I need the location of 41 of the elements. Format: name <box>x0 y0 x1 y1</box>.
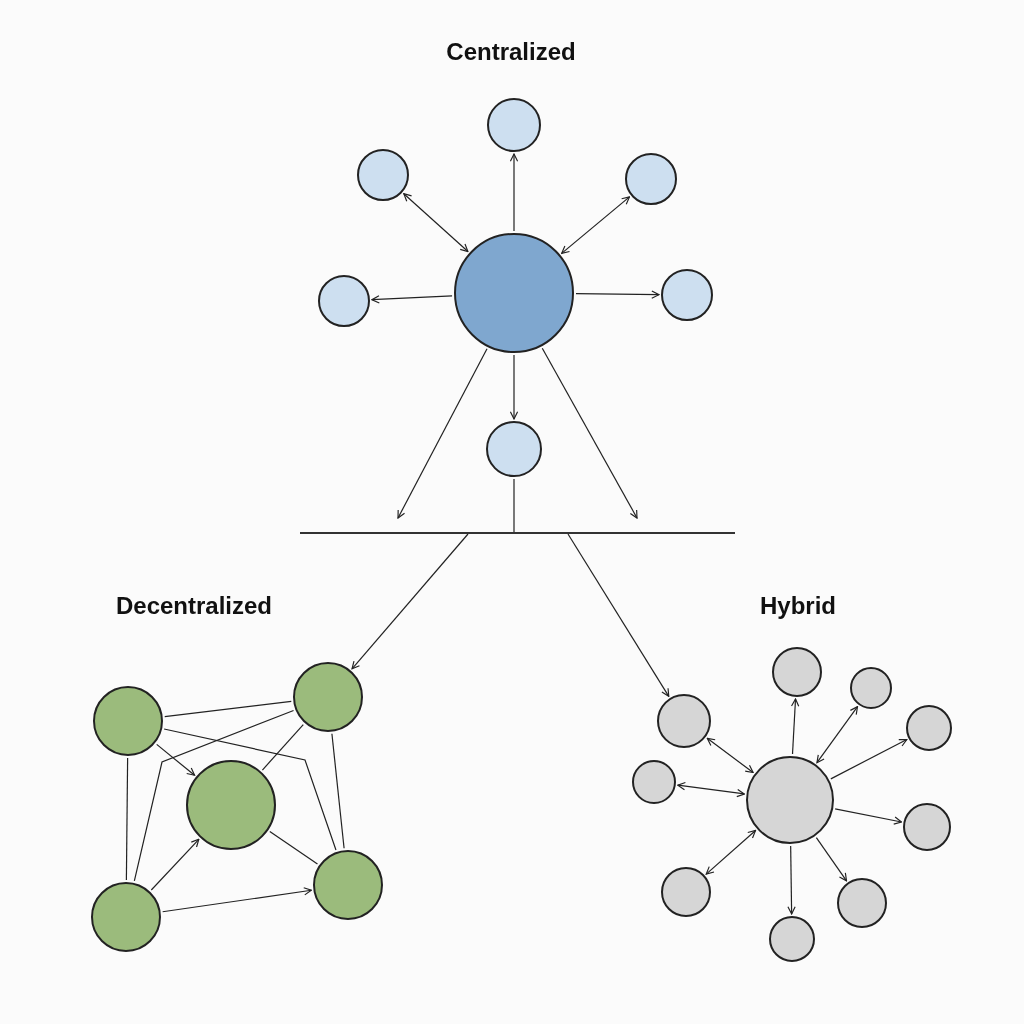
network-node <box>318 275 370 327</box>
network-node <box>487 98 541 152</box>
arrow <box>150 838 200 891</box>
arrow <box>397 348 488 519</box>
arrow <box>816 706 859 764</box>
network-node <box>769 916 815 962</box>
network-node <box>746 756 834 844</box>
network-node <box>906 705 952 751</box>
arrow <box>371 295 453 304</box>
network-node <box>850 667 892 709</box>
arrow <box>561 196 631 254</box>
network-node <box>186 760 276 850</box>
network-node <box>903 803 951 851</box>
network-node <box>632 760 676 804</box>
network-node <box>625 153 677 205</box>
network-node <box>486 421 542 477</box>
network-node <box>657 694 711 748</box>
section-heading: Decentralized <box>115 591 273 621</box>
arrow <box>706 737 754 774</box>
arrow <box>351 533 469 670</box>
section-heading: Hybrid <box>760 591 836 621</box>
arrow <box>677 781 745 798</box>
arrow <box>162 887 312 913</box>
network-node <box>837 878 887 928</box>
network-node <box>357 149 409 201</box>
arrow <box>705 829 757 875</box>
arrow <box>509 354 519 420</box>
arrow <box>567 533 670 697</box>
arrow <box>156 743 196 776</box>
arrow <box>403 193 469 253</box>
arrow <box>790 698 800 755</box>
network-node <box>772 647 822 697</box>
arrow <box>787 845 796 915</box>
arrow <box>830 738 908 780</box>
arrow <box>575 290 660 299</box>
arrow <box>541 347 638 519</box>
arrow <box>509 153 519 232</box>
arrow <box>834 808 903 825</box>
section-heading: Centralized <box>446 37 576 67</box>
network-node <box>661 867 711 917</box>
network-node <box>661 269 713 321</box>
